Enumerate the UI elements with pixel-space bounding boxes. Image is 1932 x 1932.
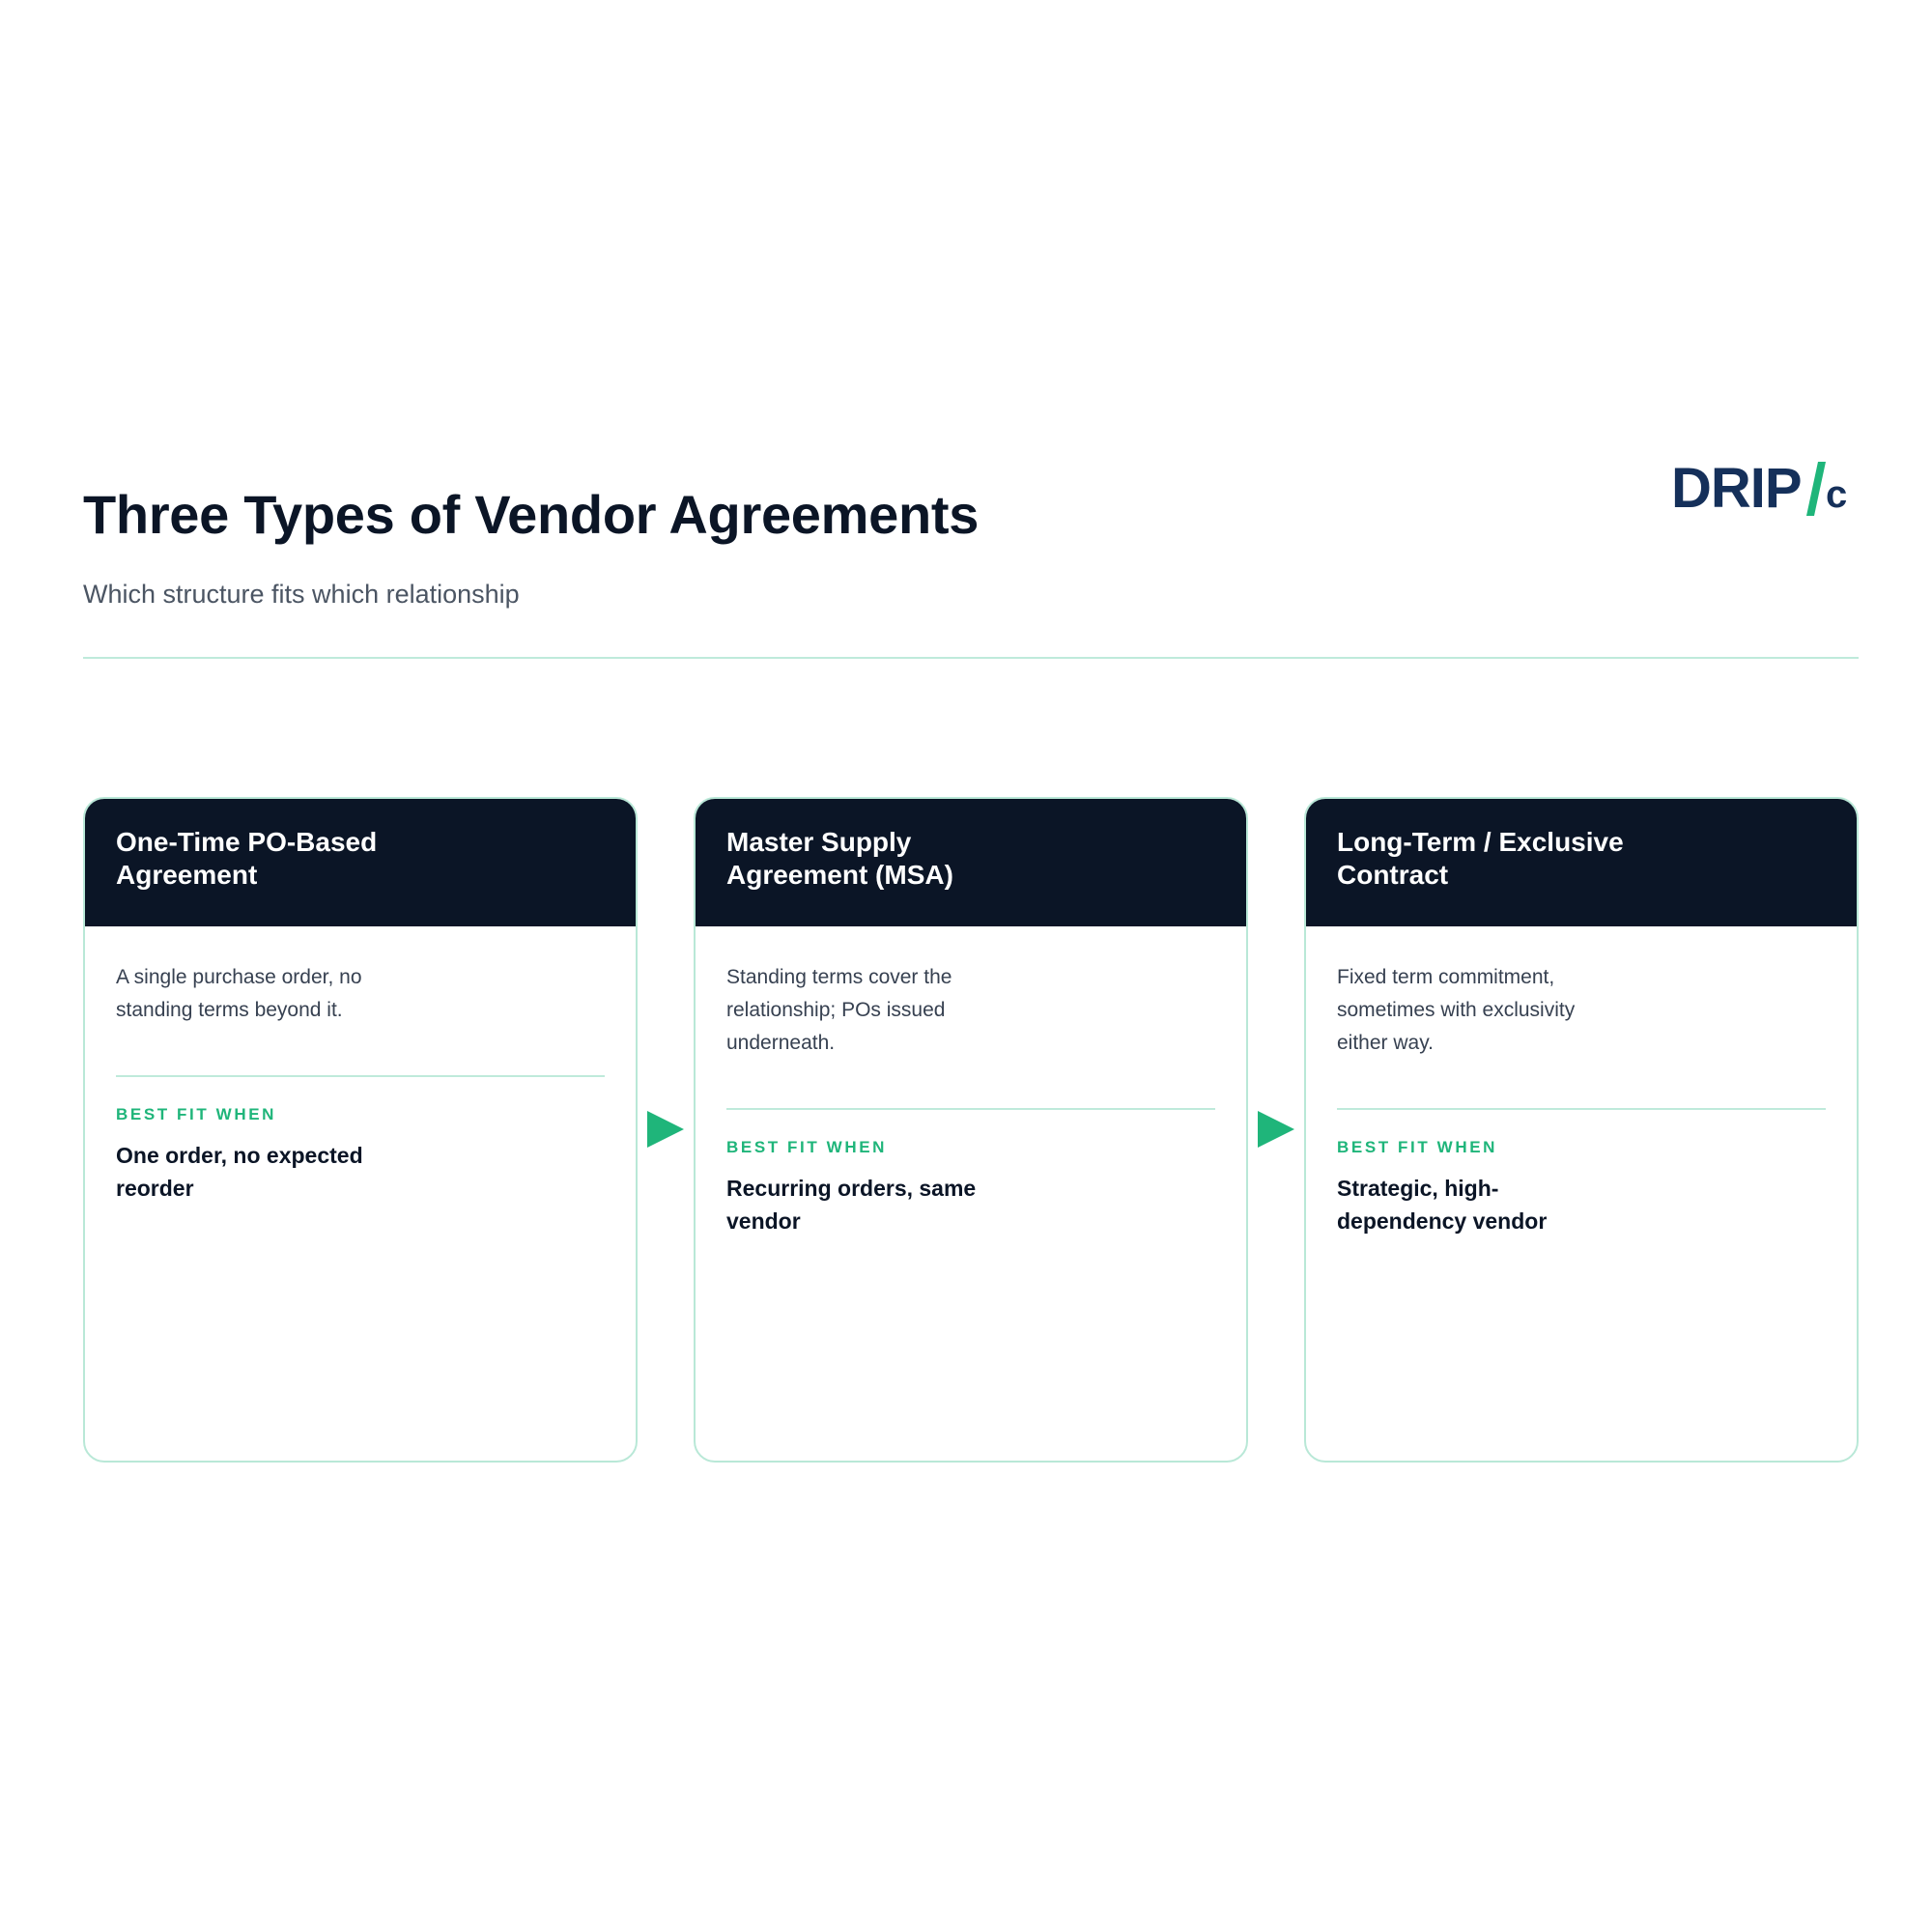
card-body: A single purchase order, no standing ter…: [85, 926, 636, 1205]
drip-logo-graphic: DRIP c: [1671, 457, 1847, 520]
card-title: Master Supply Agreement (MSA): [726, 827, 953, 890]
card-description: Fixed term commitment, sometimes with ex…: [1337, 966, 1576, 1054]
arrow-right-icon: [1256, 1109, 1296, 1150]
card-description: Standing terms cover the relationship; P…: [726, 966, 952, 1054]
card-body: Fixed term commitment, sometimes with ex…: [1306, 926, 1857, 1237]
agreement-card-one-time-po: One-Time PO-Based Agreement A single pur…: [83, 797, 638, 1463]
arrow-right-icon: [645, 1109, 686, 1150]
svg-text:DRIP: DRIP: [1671, 457, 1802, 520]
best-fit-label: BEST FIT WHEN: [1337, 1138, 1498, 1156]
best-fit-text: One order, no expected reorder: [116, 1143, 363, 1201]
card-title: One-Time PO-Based Agreement: [116, 827, 378, 890]
card-divider: [1337, 1108, 1826, 1110]
best-fit-label: BEST FIT WHEN: [726, 1138, 888, 1156]
svg-text:c: c: [1826, 473, 1847, 516]
agreement-card-long-term: Long-Term / Exclusive Contract Fixed ter…: [1304, 797, 1859, 1463]
card-divider: [116, 1075, 605, 1077]
card-description: A single purchase order, no standing ter…: [116, 966, 362, 1021]
card-body: Standing terms cover the relationship; P…: [696, 926, 1246, 1237]
card-header: Long-Term / Exclusive Contract: [1306, 799, 1857, 926]
header-divider: [83, 657, 1859, 659]
card-header: One-Time PO-Based Agreement: [85, 799, 636, 926]
best-fit-text: Recurring orders, same vendor: [726, 1176, 977, 1234]
best-fit-label: BEST FIT WHEN: [116, 1105, 277, 1123]
card-header: Master Supply Agreement (MSA): [696, 799, 1246, 926]
drip-logo: DRIP c: [1671, 454, 1851, 522]
agreement-card-msa: Master Supply Agreement (MSA) Standing t…: [694, 797, 1248, 1463]
card-divider: [726, 1108, 1215, 1110]
card-title: Long-Term / Exclusive Contract: [1337, 827, 1624, 890]
page-subtitle: Which structure fits which relationship: [83, 580, 520, 609]
page-title: Three Types of Vendor Agreements: [83, 484, 980, 545]
best-fit-text: Strategic, high-dependency vendor: [1337, 1176, 1548, 1234]
